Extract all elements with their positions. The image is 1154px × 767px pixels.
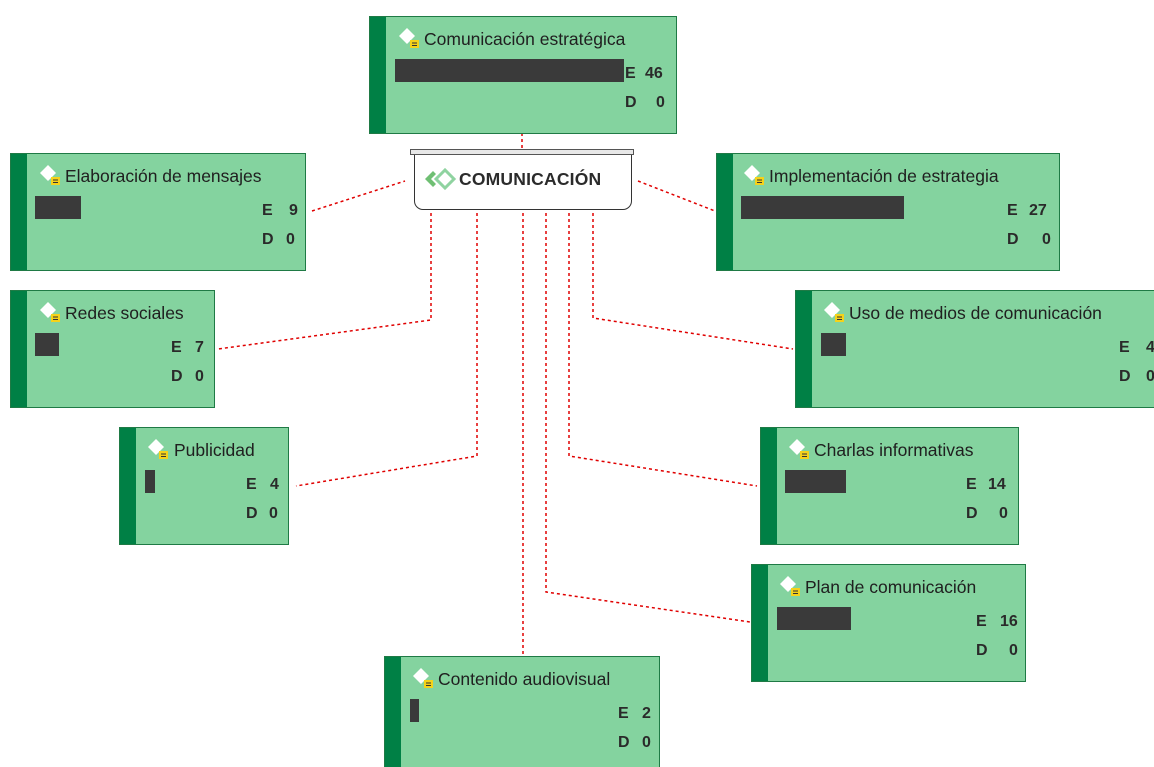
d-label: D	[1119, 368, 1131, 385]
e-value: 16	[1000, 613, 1018, 630]
e-value: 4	[1146, 339, 1154, 357]
link-mensajes	[311, 180, 406, 212]
redacted-bar	[785, 470, 846, 493]
d-label: D	[625, 94, 637, 111]
node-title: Charlas informativas	[814, 440, 974, 460]
d-value: 0	[269, 505, 278, 522]
d-value: 0	[642, 734, 651, 751]
code-node-plan[interactable]: Plan de comunicación E 16 D 0	[751, 564, 1026, 682]
node-title: Elaboración de mensajes	[65, 166, 262, 186]
d-value: 0	[1009, 642, 1018, 659]
d-value: 0	[195, 368, 204, 385]
redacted-bar	[410, 699, 419, 722]
e-label: E	[1119, 339, 1130, 356]
e-value: 2	[642, 705, 651, 722]
link-implementacion	[637, 180, 716, 212]
redacted-bar	[777, 607, 851, 630]
code-note-icon	[399, 28, 419, 48]
d-value: 0	[1042, 231, 1051, 248]
code-node-audiovisual[interactable]: Contenido audiovisual E 2 D 0	[384, 656, 660, 767]
redacted-bar	[395, 59, 624, 82]
d-value: 0	[286, 231, 295, 248]
code-note-icon	[789, 439, 809, 459]
code-node-redes[interactable]: Redes sociales E 7 D 0	[10, 290, 215, 408]
e-label: E	[171, 339, 182, 356]
e-value: 9	[289, 202, 298, 219]
code-note-icon	[744, 165, 764, 185]
redacted-bar	[821, 333, 846, 356]
e-value: 7	[195, 339, 204, 356]
node-stripe	[11, 291, 27, 407]
code-note-icon	[40, 302, 60, 322]
node-title: Implementación de estrategia	[769, 166, 999, 186]
d-label: D	[618, 734, 630, 751]
code-node-implementacion[interactable]: Implementación de estrategia E 27 D 0	[716, 153, 1060, 271]
redacted-bar	[741, 196, 904, 219]
code-note-icon	[413, 668, 433, 688]
d-label: D	[262, 231, 274, 248]
code-note-icon	[780, 576, 800, 596]
link-charlas	[568, 213, 758, 487]
redacted-bar	[145, 470, 155, 493]
diamond-arrows-icon	[425, 167, 457, 191]
node-title: Publicidad	[174, 440, 255, 460]
node-title: Redes sociales	[65, 303, 184, 323]
e-label: E	[1007, 202, 1018, 219]
d-label: D	[976, 642, 988, 659]
e-value: 14	[988, 476, 1006, 493]
node-stripe	[752, 565, 768, 681]
e-label: E	[976, 613, 987, 630]
link-medios	[592, 213, 794, 350]
code-node-estrategica[interactable]: Comunicación estratégica E 46 D 0	[369, 16, 677, 134]
e-label: E	[262, 202, 273, 219]
node-stripe	[796, 291, 812, 407]
node-title: Plan de comunicación	[805, 577, 977, 597]
node-title: Comunicación estratégica	[424, 29, 626, 49]
e-label: E	[246, 476, 257, 493]
code-note-icon	[148, 439, 168, 459]
e-value: 27	[1029, 202, 1047, 219]
d-value: 0	[999, 505, 1008, 522]
link-plan	[545, 213, 751, 623]
code-node-charlas[interactable]: Charlas informativas E 14 D 0	[760, 427, 1019, 545]
code-node-mensajes[interactable]: Elaboración de mensajes E 9 D 0	[10, 153, 306, 271]
code-note-icon	[40, 165, 60, 185]
node-title: Uso de medios de comunicación	[849, 303, 1102, 323]
code-note-icon	[824, 302, 844, 322]
e-label: E	[966, 476, 977, 493]
redacted-bar	[35, 196, 81, 219]
node-stripe	[370, 17, 386, 133]
center-node-header	[410, 149, 634, 155]
e-value: 46	[645, 65, 663, 82]
node-stripe	[120, 428, 136, 544]
d-label: D	[246, 505, 258, 522]
d-value: 0	[656, 94, 665, 111]
center-node-title: COMUNICACIÓN	[459, 169, 602, 189]
link-publicidad	[295, 213, 478, 487]
d-value: 0	[1146, 368, 1154, 386]
node-title: Contenido audiovisual	[438, 669, 611, 689]
d-label: D	[171, 368, 183, 385]
node-stripe	[717, 154, 733, 270]
code-node-medios[interactable]: Uso de medios de comunicación E 4 D 0	[795, 290, 1154, 408]
redacted-bar	[35, 333, 59, 356]
d-label: D	[966, 505, 978, 522]
d-label: D	[1007, 231, 1019, 248]
e-label: E	[625, 65, 636, 82]
center-node[interactable]: COMUNICACIÓN	[410, 149, 634, 210]
e-value: 4	[270, 476, 279, 493]
code-node-publicidad[interactable]: Publicidad E 4 D 0	[119, 427, 289, 545]
node-stripe	[11, 154, 27, 270]
e-label: E	[618, 705, 629, 722]
node-stripe	[385, 657, 401, 767]
node-stripe	[761, 428, 777, 544]
